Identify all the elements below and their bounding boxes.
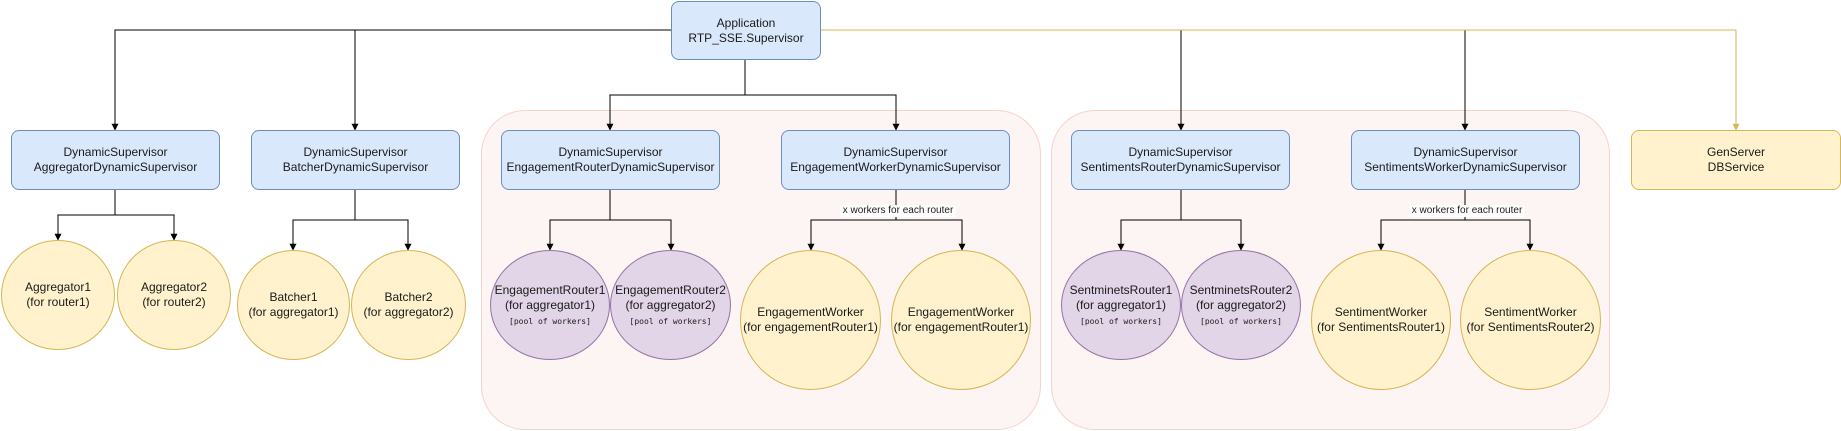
batcher1-line2: (for aggregator1) <box>248 305 339 319</box>
edge-app-to-engagement-sups <box>606 60 746 131</box>
edge-sentiments-router-sup-to-router2 <box>1181 219 1245 251</box>
engagement-worker-supervisor-line2: EngagementWorkerDynamicSupervisor <box>790 160 1001 174</box>
db-service-line1: GenServer <box>1706 145 1766 159</box>
engagement-router2-line2: (for aggregator2) <box>625 297 716 312</box>
sentiment-worker-b-line2: (for SentimentsRouter2) <box>1466 320 1595 334</box>
edge-app-to-aggregator-sup <box>111 29 671 131</box>
engagement-workers-edge-label: x workers for each router <box>840 205 956 217</box>
engagement-router1-node: EngagementRouter1 (for aggregator1) [poo… <box>490 250 610 360</box>
aggregator2-line2: (for router2) <box>142 295 206 309</box>
engagement-worker-b-line1: EngagementWorker <box>907 305 1015 319</box>
application-node-line1: Application <box>716 15 776 30</box>
engagement-router-supervisor-line1: DynamicSupervisor <box>558 145 663 159</box>
application-node: Application RTP_SSE.Supervisor <box>671 1 821 60</box>
engagement-worker-a-line2: (for engagementRouter1) <box>743 320 878 334</box>
sentiment-worker-a-line1: SentimentWorker <box>1334 305 1428 319</box>
engagement-router1-line1: EngagementRouter1 <box>494 282 606 297</box>
engagement-router2-note: [pool of workers] <box>629 316 712 326</box>
sentiments-router2-line1: SentminetsRouter2 <box>1189 282 1293 297</box>
sentiments-router2-node: SentminetsRouter2 (for aggregator2) [poo… <box>1181 250 1301 360</box>
sentiment-worker-a-node: SentimentWorker (for SentimentsRouter1) <box>1311 250 1451 390</box>
db-service-line2: DBService <box>1707 160 1765 174</box>
sentiments-router2-note: [pool of workers] <box>1200 316 1282 326</box>
sentiments-router1-node: SentminetsRouter1 (for aggregator1) [poo… <box>1061 250 1181 360</box>
aggregator2-line1: Aggregator2 <box>140 280 208 294</box>
edge-engagement-router-sup-to-router2 <box>610 219 675 251</box>
engagement-router-supervisor-line2: EngagementRouterDynamicSupervisor <box>506 160 715 174</box>
aggregator-supervisor-line2: AggregatorDynamicSupervisor <box>33 160 198 174</box>
sentiment-worker-a-line2: (for SentimentsRouter1) <box>1316 320 1446 334</box>
sentiments-worker-supervisor-node: DynamicSupervisor SentimentsWorkerDynami… <box>1351 130 1580 190</box>
edge-batcher-sup-to-batcher1 <box>289 190 356 251</box>
aggregator1-node: Aggregator1 (for router1) <box>1 240 115 350</box>
batcher1-node: Batcher1 (for aggregator1) <box>237 250 350 360</box>
edge-sentiments-worker-sup-to-worker-b <box>1465 219 1534 251</box>
sentiments-router1-note: [pool of workers] <box>1080 316 1162 326</box>
engagement-worker-supervisor-node: DynamicSupervisor EngagementWorkerDynami… <box>781 130 1010 190</box>
sentiments-router1-line2: (for aggregator1) <box>1075 297 1167 312</box>
batcher1-line1: Batcher1 <box>269 290 318 304</box>
edge-batcher-sup-to-batcher2 <box>355 219 412 251</box>
batcher-supervisor-line2: BatcherDynamicSupervisor <box>282 160 429 174</box>
edge-aggregator-sup-to-aggregator2 <box>115 214 178 241</box>
edge-engagement-worker-sup-to-worker-b <box>896 219 966 251</box>
edge-engagement-router-sup-to-router1 <box>546 190 611 251</box>
edge-sentiments-router-sup-to-router1 <box>1117 190 1182 251</box>
sentiments-worker-supervisor-line2: SentimentsWorkerDynamicSupervisor <box>1364 160 1567 174</box>
sentiments-router-supervisor-line2: SentimentsRouterDynamicSupervisor <box>1080 160 1281 174</box>
edge-app-to-sentiments-worker-sup <box>1181 29 1469 131</box>
engagement-worker-supervisor-line1: DynamicSupervisor <box>843 145 948 159</box>
sentiments-router2-line2: (for aggregator2) <box>1195 297 1287 312</box>
engagement-worker-b-line2: (for engagementRouter1) <box>893 320 1029 334</box>
edge-app-to-db-service <box>820 29 1740 131</box>
aggregator-supervisor-node: DynamicSupervisor AggregatorDynamicSuper… <box>11 130 220 190</box>
aggregator1-line1: Aggregator1 <box>24 280 92 294</box>
batcher-supervisor-line1: DynamicSupervisor <box>303 145 408 159</box>
sentiments-router-supervisor-line1: DynamicSupervisor <box>1128 145 1233 159</box>
sentiment-workers-edge-label: x workers for each router <box>1409 205 1525 217</box>
engagement-router-supervisor-node: DynamicSupervisor EngagementRouterDynami… <box>501 130 720 190</box>
engagement-worker-a-line1: EngagementWorker <box>757 305 864 319</box>
db-service-node: GenServer DBService <box>1631 130 1841 190</box>
batcher-supervisor-node: DynamicSupervisor BatcherDynamicSupervis… <box>251 130 460 190</box>
aggregator-supervisor-line1: DynamicSupervisor <box>63 145 168 159</box>
edge-app-to-engagement-worker-sup <box>745 94 900 131</box>
sentiment-worker-b-node: SentimentWorker (for SentimentsRouter2) <box>1460 250 1601 390</box>
sentiments-router-supervisor-node: DynamicSupervisor SentimentsRouterDynami… <box>1071 130 1290 190</box>
batcher2-node: Batcher2 (for aggregator2) <box>351 250 466 360</box>
edge-aggregator-sup-to-aggregator1 <box>54 190 116 241</box>
engagement-router2-line1: EngagementRouter2 <box>615 282 726 297</box>
edge-engagement-worker-sup-to-worker-a <box>807 190 897 251</box>
aggregator2-node: Aggregator2 (for router2) <box>117 240 231 350</box>
engagement-router1-line2: (for aggregator1) <box>504 297 596 312</box>
sentiments-worker-supervisor-line1: DynamicSupervisor <box>1413 145 1518 159</box>
edge-app-to-sentiments-router-sup <box>820 29 1185 131</box>
batcher2-line2: (for aggregator2) <box>363 305 454 319</box>
aggregator1-line2: (for router1) <box>26 295 90 309</box>
engagement-router1-note: [pool of workers] <box>509 316 591 326</box>
engagement-worker-b-node: EngagementWorker (for engagementRouter1) <box>891 250 1031 390</box>
edge-sentiments-worker-sup-to-worker-a <box>1377 190 1466 251</box>
sentiments-router1-line1: SentminetsRouter1 <box>1069 282 1173 297</box>
sentiment-worker-b-line1: SentimentWorker <box>1484 305 1577 319</box>
engagement-router2-node: EngagementRouter2 (for aggregator2) [poo… <box>610 250 731 360</box>
batcher2-line1: Batcher2 <box>384 290 433 304</box>
engagement-worker-a-node: EngagementWorker (for engagementRouter1) <box>740 250 881 390</box>
application-node-line2: RTP_SSE.Supervisor <box>688 30 804 45</box>
